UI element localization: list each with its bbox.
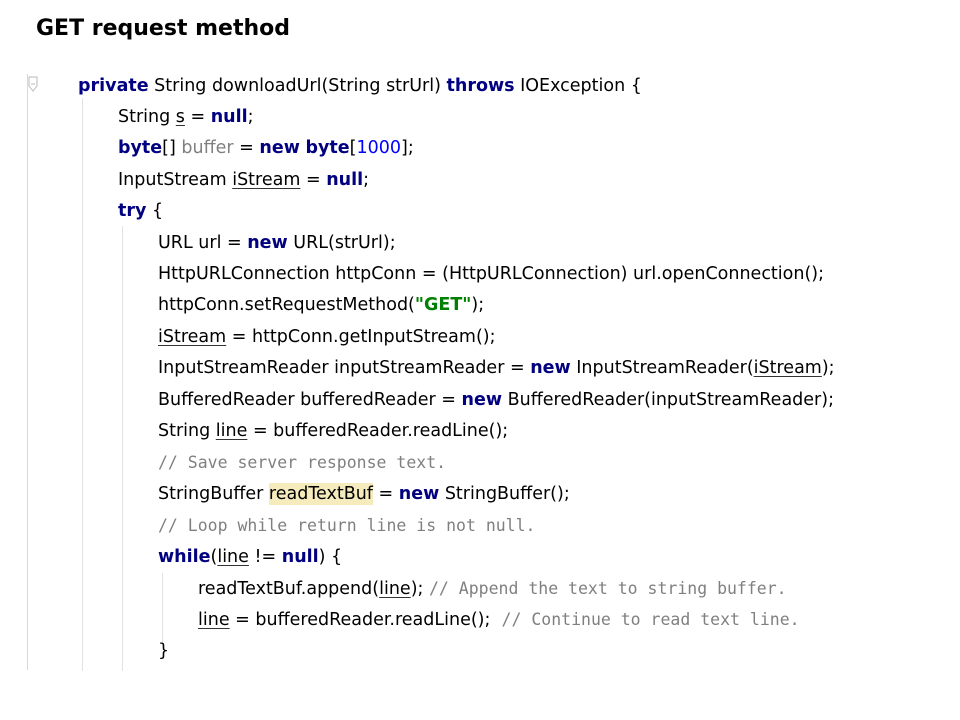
code-text: URL url = xyxy=(158,233,248,253)
code-text: ( xyxy=(210,547,218,567)
keyword: byte xyxy=(305,138,350,158)
keyword: null xyxy=(210,107,248,127)
string-literal: "GET" xyxy=(414,295,472,315)
code-text: BufferedReader bufferedReader = xyxy=(158,390,462,410)
code-line: try { xyxy=(118,197,163,225)
code-text: = xyxy=(184,107,211,127)
code-text: { xyxy=(146,201,164,221)
code-text: InputStream xyxy=(118,170,233,190)
fold-marker-icon[interactable] xyxy=(28,76,40,94)
code-text: ; xyxy=(247,107,254,127)
code-line: URL url = new URL(strUrl); xyxy=(158,229,396,257)
variable: iStream xyxy=(753,358,822,378)
slide-title: GET request method xyxy=(36,16,291,41)
code-line: // Loop while return line is not null. xyxy=(158,512,536,540)
number-literal: 1000 xyxy=(356,138,402,158)
code-text: BufferedReader(inputStreamReader); xyxy=(502,390,834,410)
keyword: new xyxy=(461,390,503,410)
variable: line xyxy=(217,547,249,567)
variable: line xyxy=(198,610,230,630)
code-text: = xyxy=(372,484,399,504)
code-line: line = bufferedReader.readLine(); // Con… xyxy=(198,606,800,634)
code-editor[interactable]: private String downloadUrl(String strUrl… xyxy=(25,68,905,671)
code-line: // Save server response text. xyxy=(158,449,446,477)
code-line: iStream = httpConn.getInputStream(); xyxy=(158,323,496,351)
code-line: StringBuffer readTextBuf = new StringBuf… xyxy=(158,480,570,508)
code-text: IOException { xyxy=(514,76,642,96)
comment: // Append the text to string buffer. xyxy=(428,579,787,598)
code-text: ); xyxy=(410,579,429,599)
code-text: StringBuffer xyxy=(158,484,269,504)
code-text: InputStreamReader( xyxy=(570,358,754,378)
code-line: private String downloadUrl(String strUrl… xyxy=(78,72,642,100)
variable: iStream xyxy=(232,170,301,190)
code-text: ); xyxy=(471,295,485,315)
indent-guide xyxy=(122,226,123,671)
code-text: InputStreamReader inputStreamReader = xyxy=(158,358,531,378)
comment: // Loop while return line is not null. xyxy=(158,516,536,535)
code-text: String xyxy=(158,421,216,441)
keyword: null xyxy=(326,170,364,190)
indent-guide xyxy=(82,98,83,671)
keyword: throws xyxy=(446,76,515,96)
keyword: byte xyxy=(118,138,163,158)
code-line: InputStream iStream = null; xyxy=(118,166,369,194)
code-text: ) { xyxy=(318,547,343,567)
code-line: BufferedReader bufferedReader = new Buff… xyxy=(158,386,834,414)
keyword: while xyxy=(158,547,211,567)
highlighted-variable: readTextBuf xyxy=(268,483,373,505)
code-line: readTextBuf.append(line); // Append the … xyxy=(198,575,787,603)
comment: // Save server response text. xyxy=(158,453,447,472)
code-line: String s = null; xyxy=(118,103,254,131)
code-text: = xyxy=(300,170,327,190)
code-text: ]; xyxy=(401,138,414,158)
code-text: != xyxy=(248,547,282,567)
code-text: URL(strUrl); xyxy=(287,233,396,253)
indent-guide xyxy=(162,573,163,643)
code-text: httpConn.setRequestMethod( xyxy=(158,295,415,315)
code-line: httpConn.setRequestMethod("GET"); xyxy=(158,291,484,319)
code-text: String xyxy=(118,107,176,127)
code-text: HttpURLConnection httpConn = (HttpURLCon… xyxy=(158,264,825,284)
code-line: while(line != null) { xyxy=(158,543,342,571)
code-line: byte[] buffer = new byte[1000]; xyxy=(118,134,414,162)
code-text: [ xyxy=(349,138,357,158)
keyword: try xyxy=(118,201,147,221)
keyword: new xyxy=(398,484,440,504)
code-text: = httpConn.getInputStream(); xyxy=(226,327,496,347)
keyword: private xyxy=(78,76,149,96)
unused-variable: buffer xyxy=(181,138,234,158)
code-text: ); xyxy=(821,358,835,378)
code-line: InputStreamReader inputStreamReader = ne… xyxy=(158,354,835,382)
code-text: = bufferedReader.readLine(); xyxy=(247,421,509,441)
code-line: String line = bufferedReader.readLine(); xyxy=(158,417,508,445)
variable: s xyxy=(175,107,185,127)
code-text: StringBuffer(); xyxy=(439,484,570,504)
keyword: new xyxy=(530,358,571,378)
variable: line xyxy=(379,579,411,599)
code-text: = bufferedReader.readLine(); xyxy=(229,610,502,630)
comment: // Continue to read text line. xyxy=(501,610,800,629)
variable: iStream xyxy=(158,327,227,347)
code-text: String downloadUrl(String strUrl) xyxy=(148,76,447,96)
code-text: = xyxy=(233,138,260,158)
code-line: } xyxy=(158,637,169,665)
keyword: new xyxy=(247,233,288,253)
keyword: null xyxy=(281,547,319,567)
keyword: new xyxy=(259,138,300,158)
code-text: [] xyxy=(162,138,182,158)
code-text: ; xyxy=(363,170,370,190)
code-text: readTextBuf.append( xyxy=(198,579,380,599)
variable: line xyxy=(215,421,248,441)
code-line: HttpURLConnection httpConn = (HttpURLCon… xyxy=(158,260,824,288)
gutter-divider xyxy=(27,74,28,670)
code-text: } xyxy=(158,641,170,661)
